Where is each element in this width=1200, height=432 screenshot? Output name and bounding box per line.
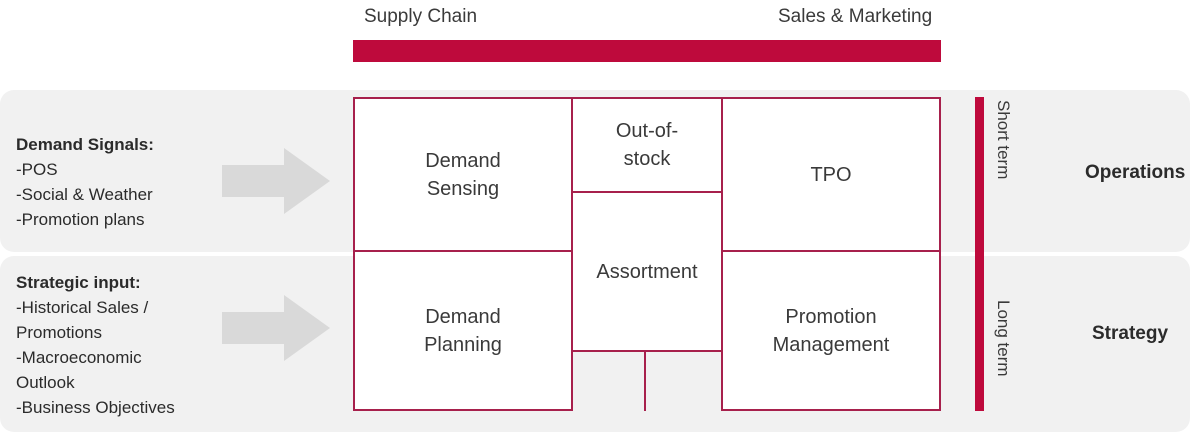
strategy-flow-arrow-icon xyxy=(222,295,330,361)
arrow-head xyxy=(284,148,330,214)
strategic-input-line-3: -Macroeconomic xyxy=(16,348,142,367)
strategic-input-line-5: -Business Objectives xyxy=(16,398,175,417)
demand-signals-title: Demand Signals: xyxy=(16,135,154,154)
supply-chain-label: Supply Chain xyxy=(364,6,478,27)
strategic-input-line-1: -Historical Sales / xyxy=(16,298,149,317)
matrix-cell-out-of-stock[interactable]: Out-of- stock xyxy=(571,97,723,193)
matrix-cell-label: Out-of- stock xyxy=(615,120,679,170)
matrix-cell-promotion-management[interactable]: Promotion Management xyxy=(721,250,941,411)
header-band: Supply Chain Sales & Marketing xyxy=(0,0,1200,70)
demand-signals-line-3: -Promotion plans xyxy=(16,210,145,229)
row-title-strategy: Strategy xyxy=(1092,323,1169,344)
capability-matrix: Demand Sensing Out-of- stock TPO Assortm… xyxy=(353,97,941,411)
matrix-cell-demand-sensing[interactable]: Demand Sensing xyxy=(353,97,573,252)
matrix-cell-label: TPO xyxy=(810,163,852,186)
strategic-input-line-4: Outlook xyxy=(16,373,75,392)
matrix-cell-label: Assortment xyxy=(596,260,698,283)
matrix-cell-label: Promotion Management xyxy=(772,305,890,356)
strategic-input-title: Strategic input: xyxy=(16,273,141,292)
demand-signals-line-2: -Social & Weather xyxy=(16,185,153,204)
row-title-operations: Operations xyxy=(1085,162,1186,183)
matrix-cell-demand-planning[interactable]: Demand Planning xyxy=(353,250,573,411)
demand-signals-input-block: Demand Signals: -POS -Social & Weather -… xyxy=(16,132,216,232)
demand-signals-line-1: -POS xyxy=(16,160,58,179)
matrix-cell-label: Demand Sensing xyxy=(425,149,501,200)
matrix-cell-assortment[interactable]: Assortment xyxy=(571,191,723,352)
matrix-cell-label: Demand Planning xyxy=(424,305,502,356)
sales-marketing-label: Sales & Marketing xyxy=(778,6,933,27)
timeline-axis-bar xyxy=(975,97,984,411)
arrow-head xyxy=(284,295,330,361)
matrix-cell-tpo[interactable]: TPO xyxy=(721,97,941,252)
strategic-input-line-2: Promotions xyxy=(16,323,102,342)
arrow-shaft xyxy=(222,312,288,344)
operations-flow-arrow-icon xyxy=(222,148,330,214)
strategic-input-block: Strategic input: -Historical Sales / Pro… xyxy=(16,270,216,420)
matrix-bottom-divider xyxy=(644,350,646,411)
arrow-shaft xyxy=(222,165,288,197)
timeline-label-short-term: Short term xyxy=(994,100,1013,180)
matrix-bottom-edge-left xyxy=(353,409,573,411)
matrix-bottom-edge-right xyxy=(721,409,941,411)
header-accent-bar xyxy=(353,40,941,62)
timeline-label-long-term: Long term xyxy=(994,300,1013,377)
